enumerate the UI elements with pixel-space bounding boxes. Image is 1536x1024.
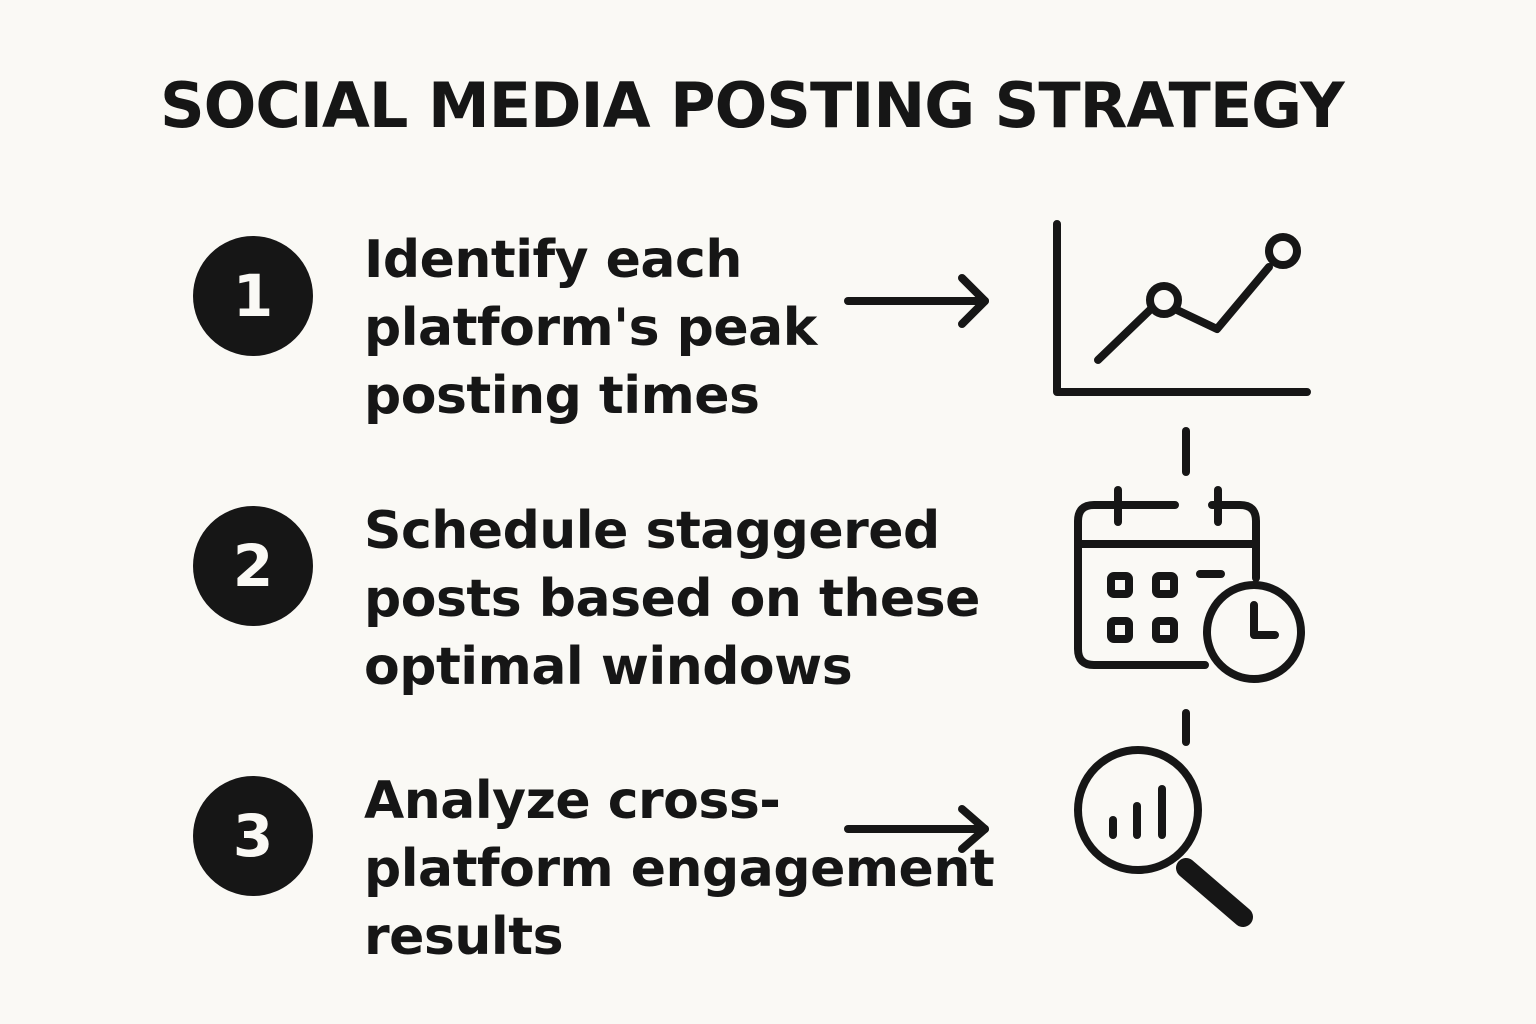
step-3-number-badge: 3 — [193, 776, 313, 896]
calendar-clock-icon — [1074, 486, 1305, 683]
arrow-right-icon — [844, 805, 989, 853]
step-1-number-badge: 1 — [193, 236, 313, 356]
step-3-text: Analyze cross-platform engagement result… — [364, 771, 995, 967]
arrow-right-icon — [844, 274, 989, 328]
step-2-number-badge: 2 — [193, 506, 313, 626]
line-chart-icon — [1053, 220, 1311, 396]
magnifier-bar-chart-icon — [1074, 746, 1253, 927]
step-1-text: Identify each platform's peak posting ti… — [364, 230, 817, 426]
page-title: SOCIAL MEDIA POSTING STRATEGY — [160, 69, 1345, 142]
step-2-text: Schedule staggered posts based on these … — [364, 501, 980, 697]
